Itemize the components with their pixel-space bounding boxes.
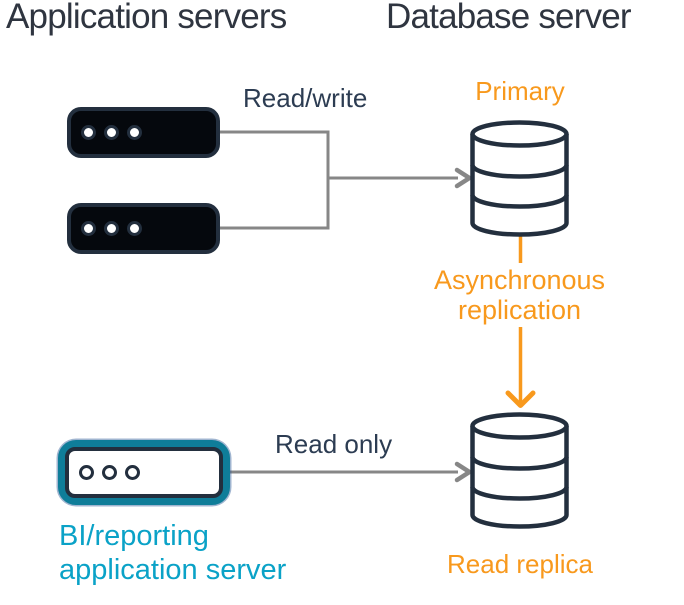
- server-led-dot: [125, 465, 140, 480]
- read-write-arrowhead: [454, 167, 472, 189]
- bi-server-label-line1: BI/reporting: [59, 520, 209, 552]
- application-server-1-icon: [67, 107, 220, 158]
- read-replica-label: Read replica: [447, 549, 593, 579]
- replication-arrowhead: [505, 390, 536, 408]
- read-write-label: Read/write: [243, 83, 368, 113]
- primary-database-icon: [470, 120, 569, 237]
- server-led-dot: [79, 465, 94, 480]
- server-led-dot: [127, 125, 142, 140]
- read-replica-database-icon: [470, 412, 569, 529]
- server-led-dot: [104, 125, 119, 140]
- section-title-database-server: Database server: [386, 0, 632, 36]
- server-led-dot: [104, 221, 119, 236]
- server-led-dot: [127, 221, 142, 236]
- bi-server-label-line2: application server: [59, 554, 287, 586]
- read-only-arrowhead: [454, 461, 472, 483]
- async-replication-label: Asynchronous replication: [400, 263, 639, 327]
- bi-application-server-body: [65, 447, 223, 498]
- server-led-dot: [81, 221, 96, 236]
- server-led-dot: [81, 125, 96, 140]
- server-led-dot: [102, 465, 117, 480]
- primary-db-label: Primary: [475, 76, 565, 106]
- async-replication-label-line1: Asynchronous: [433, 265, 606, 295]
- read-only-label: Read only: [275, 429, 393, 459]
- bi-application-server-icon: [58, 440, 230, 505]
- application-server-2-icon: [67, 203, 220, 254]
- bi-server-label: BI/reporting application server: [55, 517, 293, 591]
- async-replication-label-line2: replication: [457, 295, 582, 325]
- section-title-application-servers: Application servers: [6, 0, 287, 36]
